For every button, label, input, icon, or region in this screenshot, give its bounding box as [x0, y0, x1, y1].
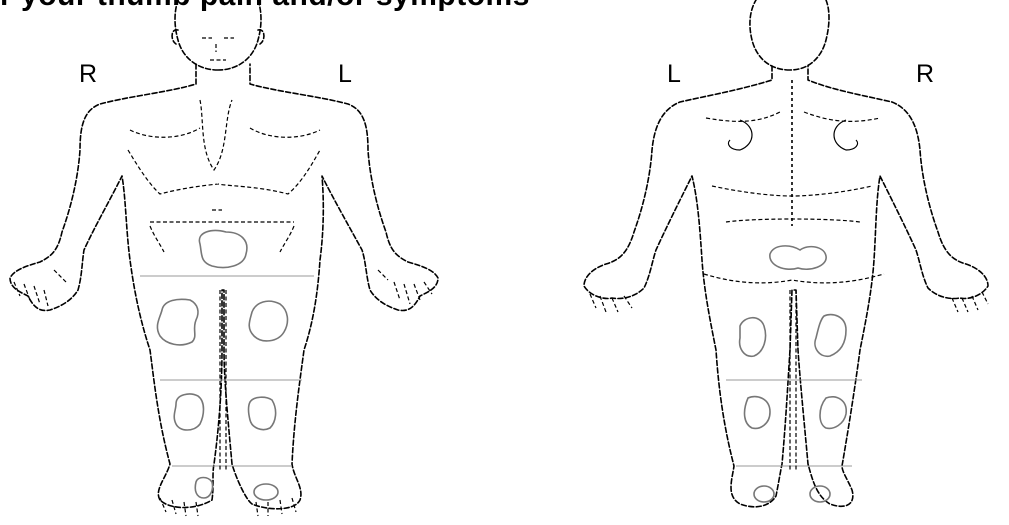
back-right-heel-zone	[810, 486, 830, 502]
front-right-thigh-zone	[157, 299, 198, 345]
back-head	[750, 0, 829, 70]
back-left-heel-zone	[754, 486, 774, 502]
back-left-thigh-zone	[740, 318, 766, 357]
back-right-thigh-zone	[815, 315, 846, 357]
front-left-foot-zone	[254, 484, 278, 500]
back-body-outline	[584, 66, 988, 507]
back-pain-zones	[740, 246, 847, 502]
front-hand-left	[378, 270, 432, 304]
front-left-thigh-zone	[249, 301, 287, 341]
back-left-calf-zone	[745, 397, 770, 429]
front-left-shin-zone	[249, 397, 276, 429]
back-body-figure	[584, 0, 988, 507]
front-right-shin-zone	[174, 394, 203, 430]
front-body-figure	[10, 0, 438, 516]
back-right-calf-zone	[820, 397, 846, 429]
back-buttock-zone	[770, 246, 826, 269]
front-hand-right	[14, 270, 66, 306]
back-hand-right	[952, 292, 988, 312]
front-pelvis-zone	[199, 231, 247, 268]
front-right-foot-zone	[195, 478, 212, 499]
front-body-outline	[10, 64, 438, 509]
